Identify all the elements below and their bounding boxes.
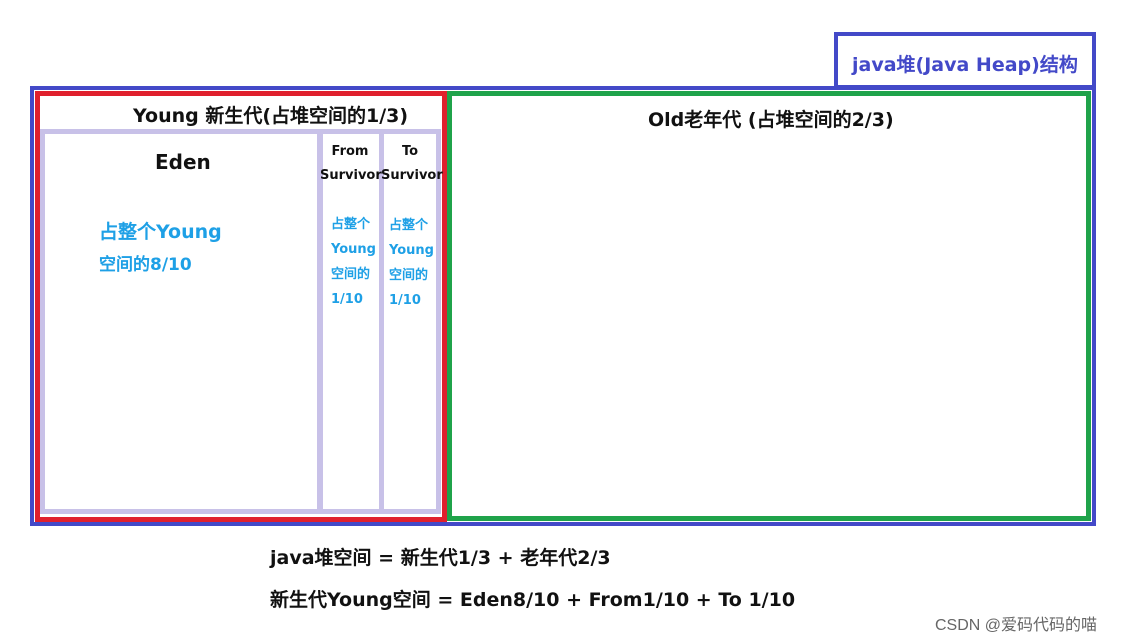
from-survivor-desc-line: 1/10 [331,292,363,307]
to-survivor-title-line-1: To [401,144,419,159]
from-survivor-description: 占整个 Young 空间的 1/10 [331,212,376,312]
to-survivor-title: To Survivor [381,140,443,188]
heap-region [30,86,1096,526]
eden-description-line-2: 空间的8/10 [99,255,192,275]
from-survivor-desc-line: 空间的 [331,267,371,282]
eden-region [40,129,323,514]
from-survivor-title-line-1: From [331,144,369,159]
old-generation-title: Old老年代 (占堆空间的2/3) [648,109,894,131]
to-survivor-region [379,129,441,514]
from-survivor-title: From Survivor [320,140,382,188]
young-formula: 新生代Young空间 = Eden8/10 + From1/10 + To 1/… [270,589,796,611]
young-generation-region [35,91,447,522]
eden-title: Eden [155,150,211,174]
from-survivor-desc-line: Young [331,242,376,257]
heap-title-box [834,32,1096,89]
to-survivor-description: 占整个 Young 空间的 1/10 [389,213,434,313]
watermark: CSDN @爱码代码的喵 [935,617,1098,634]
to-survivor-desc-line: 空间的 [389,268,429,283]
from-survivor-desc-line: 占整个 [331,217,371,232]
eden-description-line-1: 占整个Young [99,221,222,243]
to-survivor-desc-line: 占整个 [389,218,429,233]
young-generation-title: Young 新生代(占堆空间的1/3) [133,105,409,127]
old-generation-region [447,91,1091,521]
to-survivor-title-line-2: Survivor [381,168,443,183]
to-survivor-desc-line: Young [389,243,434,258]
to-survivor-desc-line: 1/10 [389,293,421,308]
from-survivor-title-line-2: Survivor [320,168,382,183]
heap-formula: java堆空间 = 新生代1/3 + 老年代2/3 [270,547,611,569]
heap-title: java堆(Java Heap)结构 [852,54,1078,76]
